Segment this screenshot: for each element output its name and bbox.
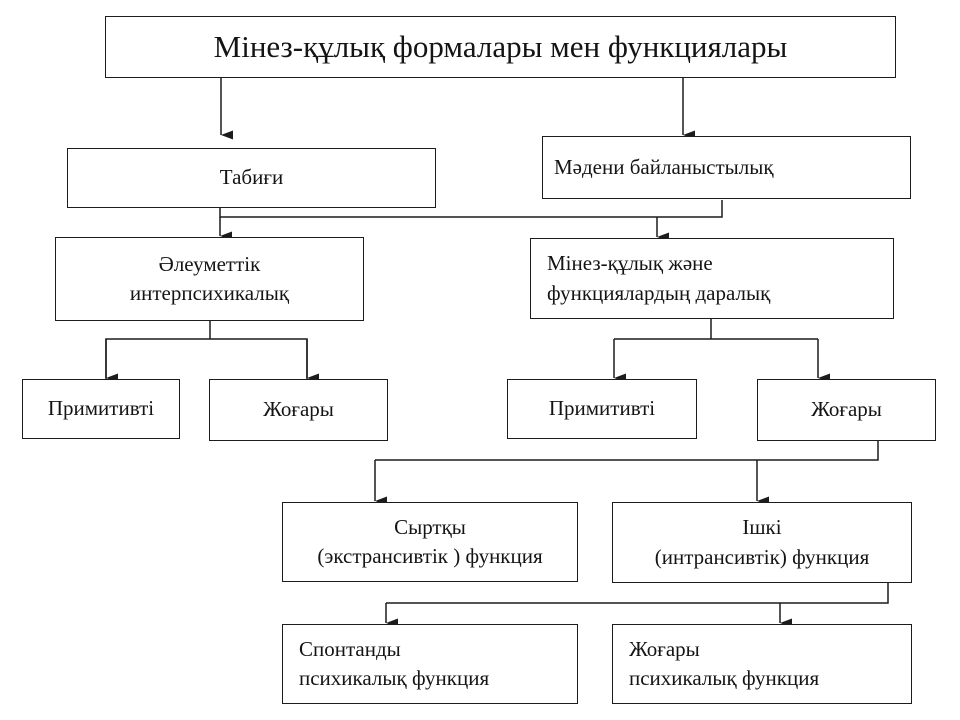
external-function-line-2: (экстрансивтік ) функция — [317, 544, 543, 568]
cultural-label: Мәдени байланыстылық — [554, 154, 774, 179]
social-interpsychic-line-2: интерпсихикалық — [129, 281, 290, 305]
social-interpsychic-box: Әлеуметтік интерпсихикалық — [55, 237, 364, 321]
left-primitive-box: Примитивті — [22, 379, 180, 439]
right-primitive-box: Примитивті — [507, 379, 697, 439]
title-text: Мінез-құлық формалары мен функциялары — [213, 29, 788, 65]
social-interpsychic-line-1: Әлеуметтік — [158, 251, 261, 276]
title-box: Мінез-құлық формалары мен функциялары — [105, 16, 896, 78]
spontaneous-function-box: Спонтанды психикалық функция — [282, 624, 578, 704]
individual-functions-box: Мінез-құлық және функциялардың даралық — [530, 238, 894, 319]
external-function-line-1: Сыртқы — [394, 514, 466, 539]
cultural-box: Мәдени байланыстылық — [542, 136, 911, 199]
right-higher-label: Жоғары — [811, 397, 882, 422]
right-primitive-label: Примитивті — [548, 396, 656, 421]
higher-mental-function-box: Жоғары психикалық функция — [612, 624, 912, 704]
natural-box: Табиғи — [67, 148, 436, 208]
internal-function-box: Ішкі (интрансивтік) функция — [612, 502, 912, 583]
spontaneous-function-line-2: психикалық функция — [299, 666, 490, 690]
natural-label: Табиғи — [219, 165, 284, 190]
internal-function-line-2: (интрансивтік) функция — [654, 544, 870, 569]
connector-higher-branch — [375, 441, 879, 461]
higher-mental-function-line-2: психикалық функция — [629, 666, 820, 690]
individual-functions-line-2: функциялардың даралық — [547, 280, 771, 305]
higher-mental-function-line-1: Жоғары — [629, 636, 700, 661]
connector-social-branch — [105, 338, 308, 379]
left-primitive-label: Примитивті — [47, 396, 155, 421]
right-higher-box: Жоғары — [757, 379, 936, 441]
left-higher-box: Жоғары — [209, 379, 388, 441]
external-function-box: Сыртқы (экстрансивтік ) функция — [282, 502, 578, 582]
connector-internal-branch — [386, 583, 889, 604]
spontaneous-function-line-1: Спонтанды — [299, 636, 401, 661]
connector-level1-merge — [219, 200, 723, 218]
individual-functions-line-1: Мінез-құлық және — [547, 251, 713, 276]
left-higher-label: Жоғары — [263, 397, 334, 422]
internal-function-line-1: Ішкі — [742, 515, 782, 540]
